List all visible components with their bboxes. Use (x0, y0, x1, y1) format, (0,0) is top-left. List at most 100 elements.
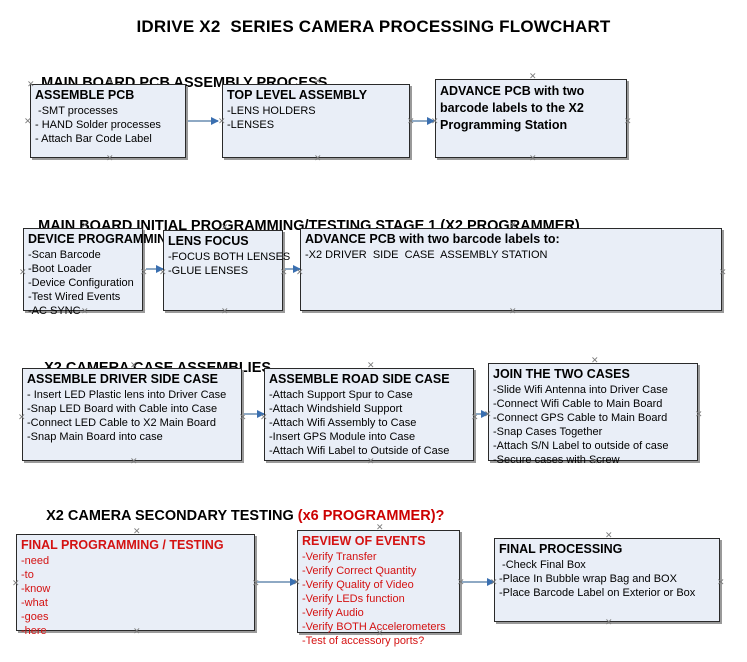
box-title: ASSEMBLE ROAD SIDE CASE (269, 372, 450, 386)
resize-handle-s[interactable] (221, 308, 228, 315)
resize-handle-e[interactable] (624, 118, 631, 125)
box-line: - Insert LED Plastic lens into Driver Ca… (27, 389, 227, 401)
box-line: -Secure cases with Screw (493, 454, 620, 466)
box-line: -Attach Support Spur to Case (269, 389, 413, 401)
connector-assemble-pcb-to-top-level (188, 117, 219, 125)
resize-handle-s[interactable] (529, 155, 536, 162)
box-line: -Attach S/N Label to outside of case (493, 440, 669, 452)
box-title: FINAL PROGRAMMING / TESTING (21, 538, 224, 552)
resize-handle-e[interactable] (695, 411, 702, 418)
resize-handle-w[interactable] (19, 269, 26, 276)
box-title: DEVICE PROGRAMMING (28, 232, 176, 246)
box-line: -need (21, 555, 50, 567)
resize-handle-n[interactable] (591, 357, 598, 364)
resize-handle-s[interactable] (106, 155, 113, 162)
box-line: -Connect LED Cable to X2 Main Board (27, 417, 216, 429)
resize-handle-e[interactable] (719, 269, 726, 276)
connector-device-programming-to-lens-focus (146, 265, 164, 273)
resize-handle-s[interactable] (130, 458, 137, 465)
box-assemble-driver-side-case[interactable]: ASSEMBLE DRIVER SIDE CASE - Insert LED P… (22, 368, 242, 461)
box-line: -Slide Wifi Antenna into Driver Case (493, 384, 668, 396)
box-assemble-pcb[interactable]: ASSEMBLE PCB -SMT processes - HAND Solde… (30, 84, 186, 158)
section-heading-text: X2 CAMERA SECONDARY TESTING (46, 508, 298, 524)
resize-handle-n[interactable] (529, 73, 536, 80)
box-line: -here (21, 625, 47, 637)
box-device-programming[interactable]: DEVICE PROGRAMMING -Scan Barcode -Boot L… (23, 228, 176, 317)
box-line: - Attach Bar Code Label (35, 133, 152, 145)
box-line: -Check Final Box (499, 559, 586, 571)
box-title: ADVANCE PCB with two barcode labels to t… (440, 84, 585, 132)
box-line: -Verify Correct Quantity (302, 565, 417, 577)
box-top-level-assembly[interactable]: TOP LEVEL ASSEMBLY -LENS HOLDERS -LENSES (222, 84, 410, 158)
resize-handle-s[interactable] (605, 619, 612, 626)
box-line: -Device Configuration (28, 277, 134, 289)
box-line: -to (21, 569, 34, 581)
box-line: -Verify Transfer (302, 551, 377, 563)
box-line: -Insert GPS Module into Case (269, 431, 416, 443)
box-title: ASSEMBLE DRIVER SIDE CASE (27, 372, 219, 386)
box-line: -LENSES (227, 119, 275, 131)
resize-handle-e[interactable] (239, 414, 246, 421)
box-line: -Verify BOTH Accelerometers (302, 621, 446, 633)
page-title: IDRIVE X2 SERIES CAMERA PROCESSING FLOWC… (136, 17, 611, 36)
box-line: -Verify Audio (302, 607, 364, 619)
box-line: -Attach Wifi Assembly to Case (269, 417, 417, 429)
resize-handle-s[interactable] (509, 308, 516, 315)
box-line: -Scan Barcode (28, 249, 101, 261)
box-line: -goes (21, 611, 49, 623)
box-join-the-two-cases[interactable]: JOIN THE TWO CASES -Slide Wifi Antenna i… (488, 363, 698, 466)
box-advance-pcb-programming-station[interactable]: ADVANCE PCB with two barcode labels to t… (435, 79, 627, 158)
resize-handle-w[interactable] (218, 118, 225, 125)
connector-road-case-to-join-cases (476, 410, 489, 418)
box-line-overflow: -Test of accessory ports? (302, 635, 425, 647)
box-title: JOIN THE TWO CASES (493, 367, 630, 381)
connector-lens-focus-to-advance-pcb-driver (285, 265, 301, 273)
box-line: -Attach Windshield Support (269, 403, 403, 415)
connector-top-level-to-advance-pcb (412, 117, 435, 125)
box-line: -know (21, 583, 51, 595)
box-assemble-road-side-case[interactable]: ASSEMBLE ROAD SIDE CASE -Attach Support … (264, 368, 474, 461)
box-final-programming-testing[interactable]: FINAL PROGRAMMING / TESTING -need -to -k… (16, 534, 255, 637)
box-line: -Connect GPS Cable to Main Board (493, 412, 668, 424)
box-line: -what (21, 597, 48, 609)
resize-handle-s[interactable] (314, 155, 321, 162)
box-line: -SMT processes (35, 105, 118, 117)
box-review-of-events[interactable]: REVIEW OF EVENTS -Verify Transfer -Verif… (297, 530, 460, 647)
box-line: -Attach Wifi Label to Outside of Case (269, 445, 450, 457)
box-title: LENS FOCUS (168, 234, 249, 248)
box-advance-pcb-driver-side-station[interactable]: ADVANCE PCB with two barcode labels to: … (300, 228, 722, 311)
resize-handle-e[interactable] (280, 269, 287, 276)
box-title: FINAL PROCESSING (499, 542, 623, 556)
resize-handle-n[interactable] (605, 532, 612, 539)
resize-handle-s[interactable] (367, 458, 374, 465)
connector-driver-case-to-road-case (244, 410, 265, 418)
connector-review-events-to-final-processing (462, 578, 495, 586)
resize-handle-n[interactable] (367, 362, 374, 369)
box-line: -Snap Main Board into case (27, 431, 163, 443)
box-line: -Connect Wifi Cable to Main Board (493, 398, 663, 410)
resize-handle-e[interactable] (717, 579, 724, 586)
box-line: -Snap Cases Together (493, 426, 603, 438)
box-line: -Place Barcode Label on Exterior or Box (499, 587, 696, 599)
box-line: -Boot Loader (28, 263, 92, 275)
box-line: -FOCUS BOTH LENSES (168, 251, 291, 263)
box-line: -Place In Bubble wrap Bag and BOX (499, 573, 677, 585)
box-lens-focus[interactable]: LENS FOCUS -FOCUS BOTH LENSES -GLUE LENS… (163, 230, 291, 311)
resize-handle-e[interactable] (471, 414, 478, 421)
box-final-processing[interactable]: FINAL PROCESSING -Check Final Box -Place… (494, 538, 720, 622)
box-line: -Test Wired Events (28, 291, 121, 303)
box-line: - HAND Solder processes (35, 119, 161, 131)
box-title: TOP LEVEL ASSEMBLY (227, 88, 368, 102)
resize-handle-e[interactable] (140, 269, 147, 276)
resize-handle-w[interactable] (12, 580, 19, 587)
box-title: ASSEMBLE PCB (35, 88, 135, 102)
box-line: -GLUE LENSES (168, 265, 249, 277)
resize-handle-w[interactable] (18, 414, 25, 421)
box-line: -Verify LEDs function (302, 593, 405, 605)
box-line: -Verify Quality of Video (302, 579, 414, 591)
section-heading-x2-camera-secondary-testing: X2 CAMERA SECONDARY TESTING (x6 PROGRAMM… (30, 492, 444, 540)
box-line: -X2 DRIVER SIDE CASE ASSEMBLY STATION (305, 249, 548, 261)
box-line: -AC SYNC (28, 305, 81, 317)
resize-handle-w[interactable] (24, 118, 31, 125)
